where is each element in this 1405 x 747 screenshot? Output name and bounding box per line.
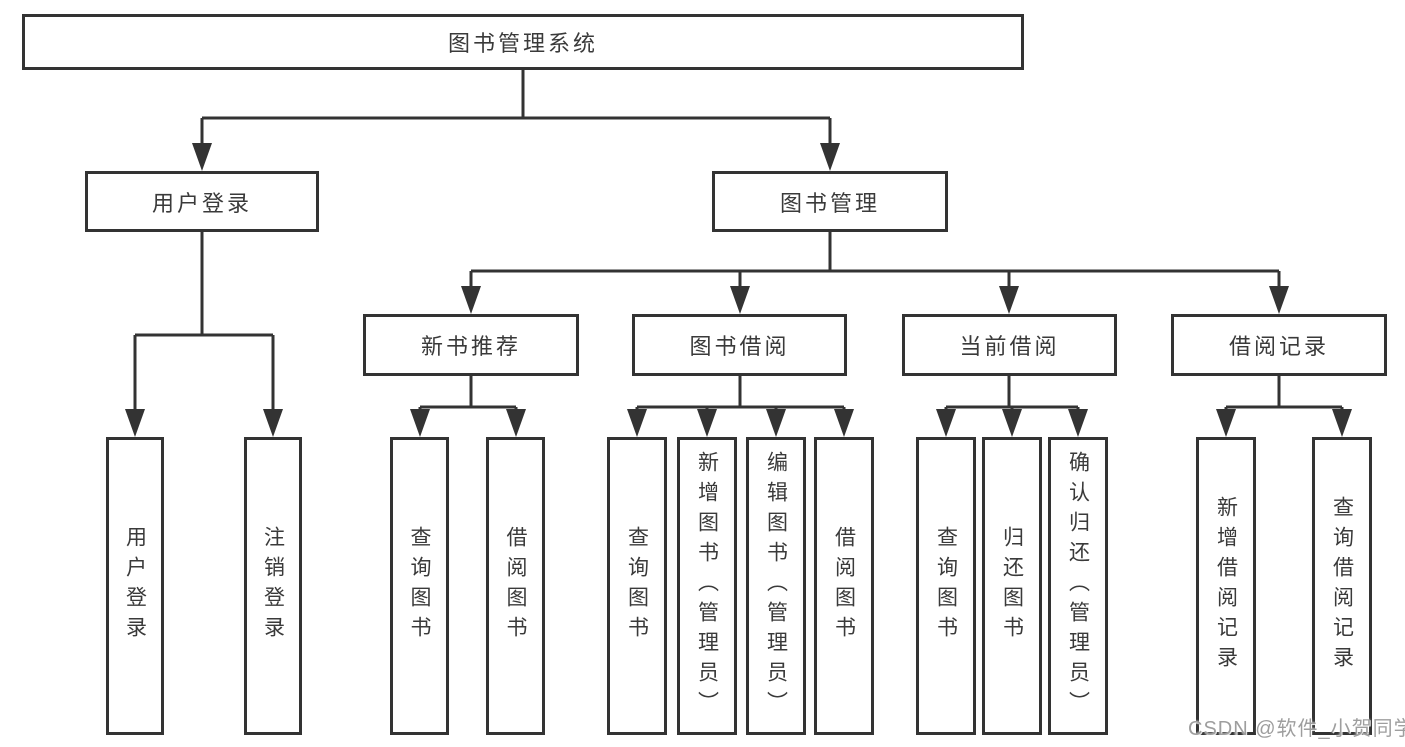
node-label: 新增图书（管理员） [695, 451, 719, 721]
leaf-borrow-query-books: 查询图书 [607, 437, 667, 735]
node-label: 确认归还（管理员） [1066, 451, 1090, 721]
leaf-recommend-borrow-books: 借阅图书 [486, 437, 545, 735]
leaf-current-return-books: 归还图书 [982, 437, 1042, 735]
leaf-current-confirm-return-admin: 确认归还（管理员） [1048, 437, 1108, 735]
leaf-borrow-edit-books-admin: 编辑图书（管理员） [746, 437, 806, 735]
node-book-management: 图书管理 [712, 171, 948, 232]
leaf-borrow-borrow-books: 借阅图书 [814, 437, 874, 735]
node-label: 查询图书 [408, 526, 432, 646]
node-label: 归还图书 [1000, 526, 1024, 646]
node-label: 图书借阅 [689, 334, 790, 359]
leaf-borrow-add-books-admin: 新增图书（管理员） [677, 437, 737, 735]
node-label: 编辑图书（管理员） [764, 451, 788, 721]
node-new-book-recommend: 新书推荐 [363, 314, 579, 376]
leaf-record-add-borrow-record: 新增借阅记录 [1196, 437, 1256, 735]
node-label: 注销登录 [261, 526, 285, 646]
node-label: 查询图书 [934, 526, 958, 646]
leaf-record-query-borrow-record: 查询借阅记录 [1312, 437, 1372, 735]
leaf-recommend-query-books: 查询图书 [390, 437, 449, 735]
node-label: 用户登录 [123, 526, 147, 646]
node-label: 查询图书 [625, 526, 649, 646]
node-borrowing-records: 借阅记录 [1171, 314, 1387, 376]
leaf-logout: 注销登录 [244, 437, 302, 735]
leaf-user-login: 用户登录 [106, 437, 164, 735]
csdn-watermark: CSDN @软件_小贺同学 [1188, 718, 1405, 740]
node-user-login: 用户登录 [85, 171, 319, 232]
node-label: 借阅图书 [832, 526, 856, 646]
node-book-borrowing: 图书借阅 [632, 314, 847, 376]
leaf-current-query-books: 查询图书 [916, 437, 976, 735]
node-label: 查询借阅记录 [1330, 496, 1354, 676]
node-current-borrowing: 当前借阅 [902, 314, 1117, 376]
node-label: 用户登录 [151, 190, 252, 216]
node-library-management-system: 图书管理系统 [22, 14, 1024, 70]
node-label: 借阅记录 [1228, 334, 1329, 359]
node-label: 新增借阅记录 [1214, 496, 1238, 676]
node-label: 借阅图书 [504, 526, 528, 646]
node-label: 图书管理 [779, 190, 880, 216]
node-label: 新书推荐 [420, 334, 521, 359]
node-label: 图书管理系统 [447, 31, 598, 56]
node-label: 当前借阅 [959, 334, 1060, 359]
